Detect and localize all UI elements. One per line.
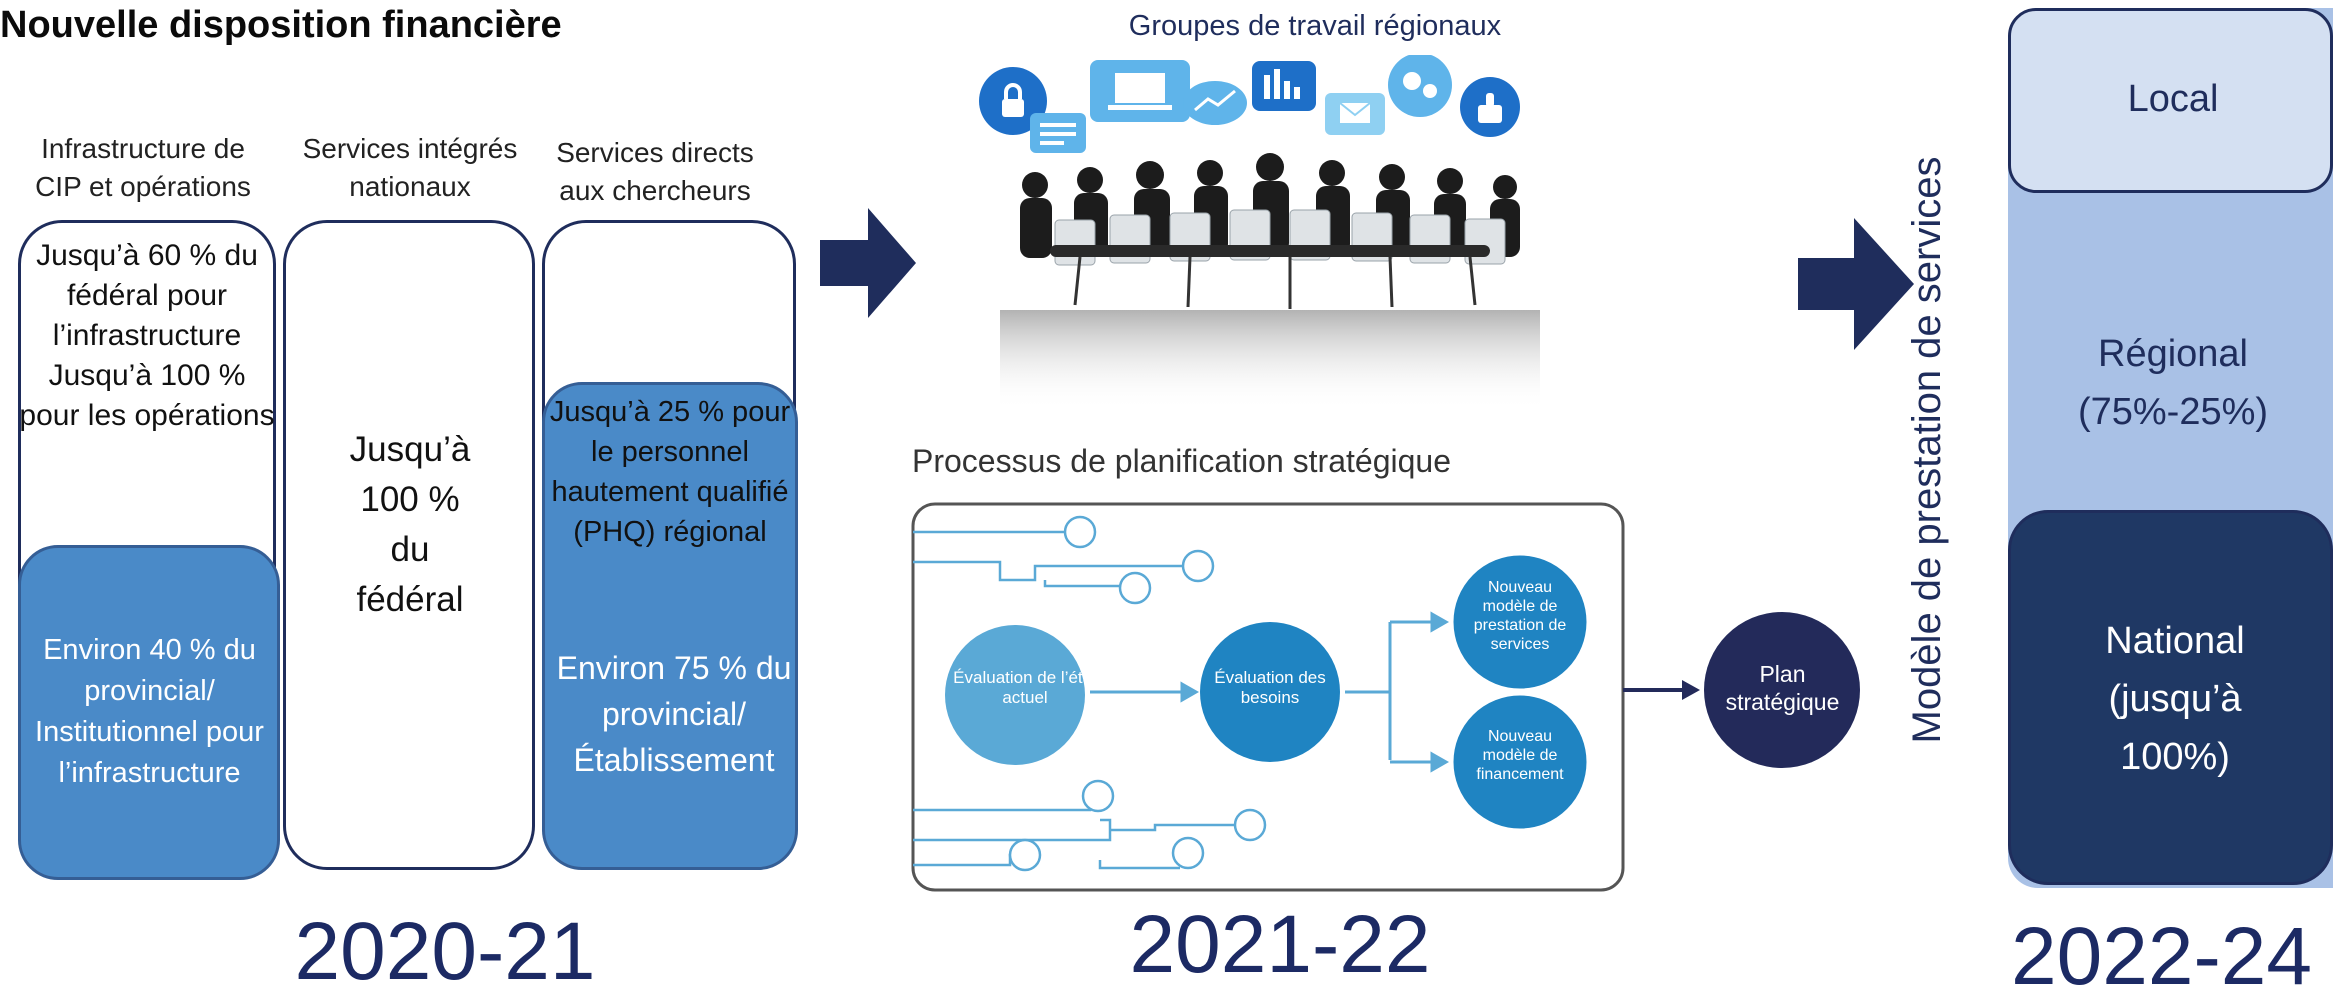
node-current-label: Évaluation de l’état actuel xyxy=(953,668,1097,707)
node-plan-label: Plan stratégique xyxy=(1725,661,1840,715)
tier-national xyxy=(2008,510,2333,885)
arrow-right-icon xyxy=(820,208,916,318)
node-funding-model-label: Nouveau modèle de financement xyxy=(1476,728,1564,783)
node-current-state xyxy=(945,625,1085,765)
groups-title: Groupes de travail régionaux xyxy=(1128,10,1502,42)
thumbs-up-icon xyxy=(1460,77,1520,137)
col3-provincial-text: Environ 75 % du provincial/ Établissemen… xyxy=(556,650,792,778)
arrow-right-icon xyxy=(1798,218,1914,350)
node-needs-label: Évaluation des besoins xyxy=(1214,668,1326,707)
page-title: Nouvelle disposition financière xyxy=(0,4,562,46)
tier-regional-label: Régional (75%-25%) xyxy=(2077,333,2269,433)
col3-header: Services directs aux chercheurs xyxy=(556,137,754,206)
service-model-label: Modèle de prestation de services xyxy=(1905,156,1949,744)
process-title: Processus de planification stratégique xyxy=(912,443,1451,479)
col1-header: Infrastructure de CIP et opérations xyxy=(35,133,251,202)
node-needs xyxy=(1200,622,1340,762)
trend-icon xyxy=(1183,81,1247,125)
chat-icon xyxy=(1030,113,1086,153)
node-service-model-label: Nouveau modèle de prestation de services xyxy=(1473,579,1567,653)
node-service-model xyxy=(1450,552,1590,692)
year-2021-22: 2021-22 xyxy=(1129,899,1431,990)
bar-chart-icon xyxy=(1252,61,1316,111)
node-funding-model xyxy=(1450,692,1590,832)
tier-national-label: National (jusqu’à 100%) xyxy=(2105,620,2245,778)
gears-icon xyxy=(1388,55,1452,117)
node-plan xyxy=(1704,612,1860,768)
meeting-illustration xyxy=(979,55,1540,410)
col3-funding-box xyxy=(542,382,798,870)
col2-federal-text: Jusqu’à 100 % du fédéral xyxy=(349,430,471,619)
tier-local-label: Local xyxy=(2127,78,2219,120)
col2-box xyxy=(283,220,535,870)
laptop-icon xyxy=(1090,60,1190,122)
mail-icon xyxy=(1325,93,1385,135)
year-2020-21: 2020-21 xyxy=(294,906,596,997)
lock-icon xyxy=(979,67,1047,135)
tier-local xyxy=(2008,8,2333,193)
col2-header: Services intégrés nationaux xyxy=(302,133,518,202)
process-diagram xyxy=(911,502,1860,892)
col1-provincial-box xyxy=(18,545,280,880)
col1-federal-text: Jusqu’à 60 % du fédéral pour l’infrastru… xyxy=(19,239,275,432)
col3-phq-text: Jusqu’à 25 % pour le personnel hautement… xyxy=(549,396,791,548)
year-2022-24: 2022-24 xyxy=(2011,911,2312,1002)
col1-provincial-text: Environ 40 % du provincial/ Institutionn… xyxy=(35,634,264,789)
